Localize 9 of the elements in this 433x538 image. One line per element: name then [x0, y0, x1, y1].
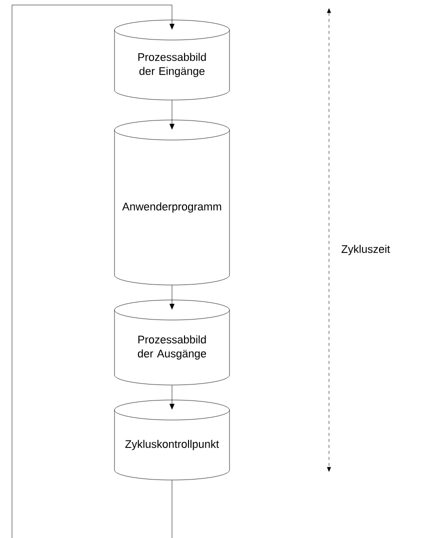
arrow — [12, 4, 174, 538]
cylinder: Zykluskontrollpunkt — [114, 400, 230, 480]
cylinder: Prozessabbild der Eingänge — [114, 20, 230, 100]
cylinder: Prozessabbild der Ausgänge — [114, 300, 230, 386]
dimension-label: Zykluszeit — [342, 244, 390, 256]
arrow — [170, 385, 174, 410]
arrow — [170, 100, 174, 130]
arrow — [170, 285, 174, 310]
cylinder: Anwenderprogramm — [114, 120, 230, 286]
